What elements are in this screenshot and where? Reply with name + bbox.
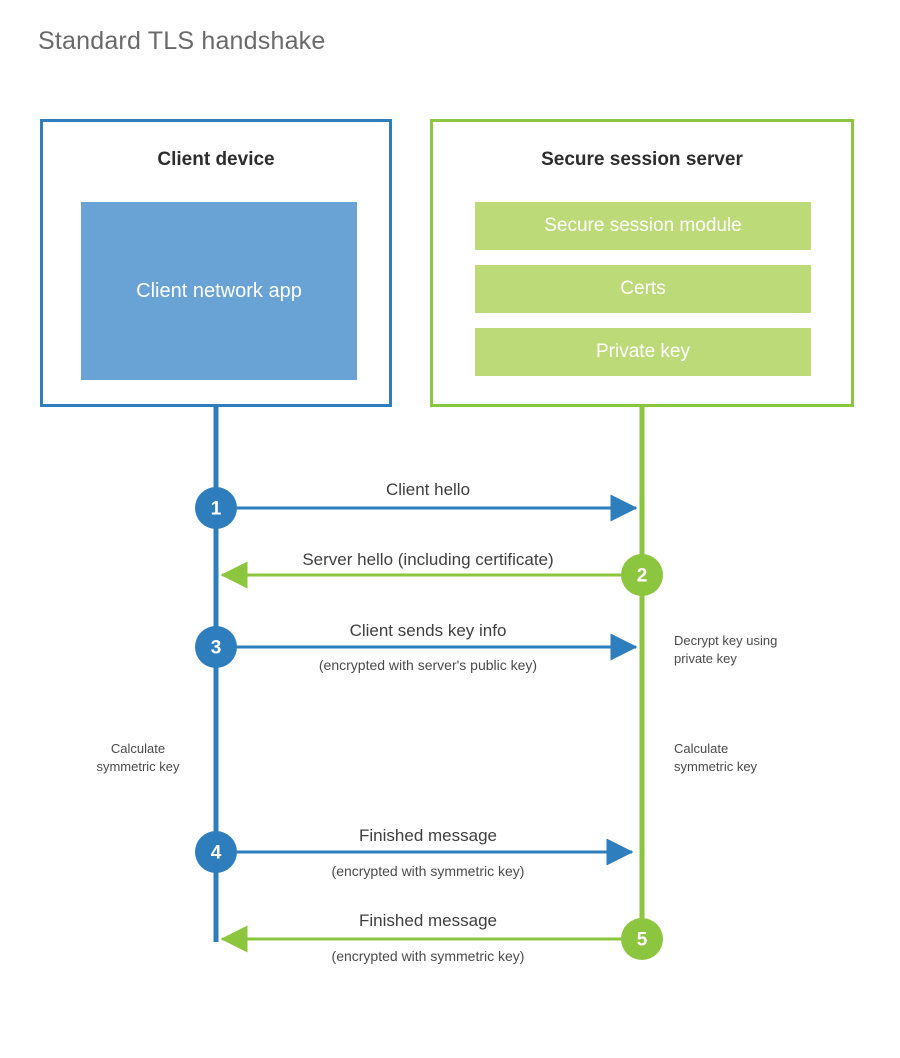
server-calc-note-line2: symmetric key (674, 759, 758, 774)
step-3-sublabel: (encrypted with server's public key) (319, 657, 537, 673)
decrypt-key-note-line2: private key (674, 651, 737, 666)
page-title: Standard TLS handshake (38, 27, 326, 55)
step-4-label: Finished message (359, 826, 497, 845)
server-calculate-symmetric-key-note: Calculate symmetric key (674, 741, 758, 774)
step-3-number: 3 (211, 638, 222, 659)
decrypt-key-note-line1: Decrypt key using (674, 633, 777, 648)
step-5-marker (621, 918, 663, 960)
client-device-title: Client device (157, 149, 275, 170)
step-4-number: 4 (211, 843, 222, 864)
step-2-marker (621, 554, 663, 596)
step-5-label: Finished message (359, 911, 497, 930)
step-1-group: Client hello 1 (195, 480, 638, 529)
step-1-label: Client hello (386, 480, 470, 499)
server-module-secure-session-module: Secure session module (475, 202, 811, 250)
step-3-group: Client sends key info (encrypted with se… (195, 621, 638, 673)
client-calc-note-line1: Calculate (111, 741, 165, 756)
secure-session-server-title: Secure session server (541, 149, 743, 170)
server-module-private-key: Private key (475, 328, 811, 376)
client-network-app-block: Client network app (81, 202, 357, 380)
client-calc-note-line2: symmetric key (96, 759, 180, 774)
server-calc-note-line1: Calculate (674, 741, 728, 756)
step-4-group: Finished message (encrypted with symmetr… (195, 826, 634, 879)
step-3-marker (195, 626, 237, 668)
step-5-sublabel: (encrypted with symmetric key) (332, 948, 525, 964)
decrypt-key-note: Decrypt key using private key (674, 633, 777, 666)
step-2-label: Server hello (including certificate) (302, 550, 553, 569)
secure-session-server-box: Secure session server Secure session mod… (430, 119, 854, 407)
step-4-sublabel: (encrypted with symmetric key) (332, 863, 525, 879)
step-3-label: Client sends key info (350, 621, 507, 640)
step-5-number: 5 (637, 930, 648, 951)
step-4-marker (195, 831, 237, 873)
step-2-group: Server hello (including certificate) 2 (220, 550, 663, 596)
step-1-number: 1 (211, 499, 222, 520)
client-device-box: Client device Client network app (40, 119, 392, 407)
server-module-certs: Certs (475, 265, 811, 313)
step-5-group: Finished message (encrypted with symmetr… (220, 911, 663, 964)
step-2-number: 2 (637, 566, 648, 587)
client-calculate-symmetric-key-note: Calculate symmetric key (96, 741, 180, 774)
step-1-marker (195, 487, 237, 529)
